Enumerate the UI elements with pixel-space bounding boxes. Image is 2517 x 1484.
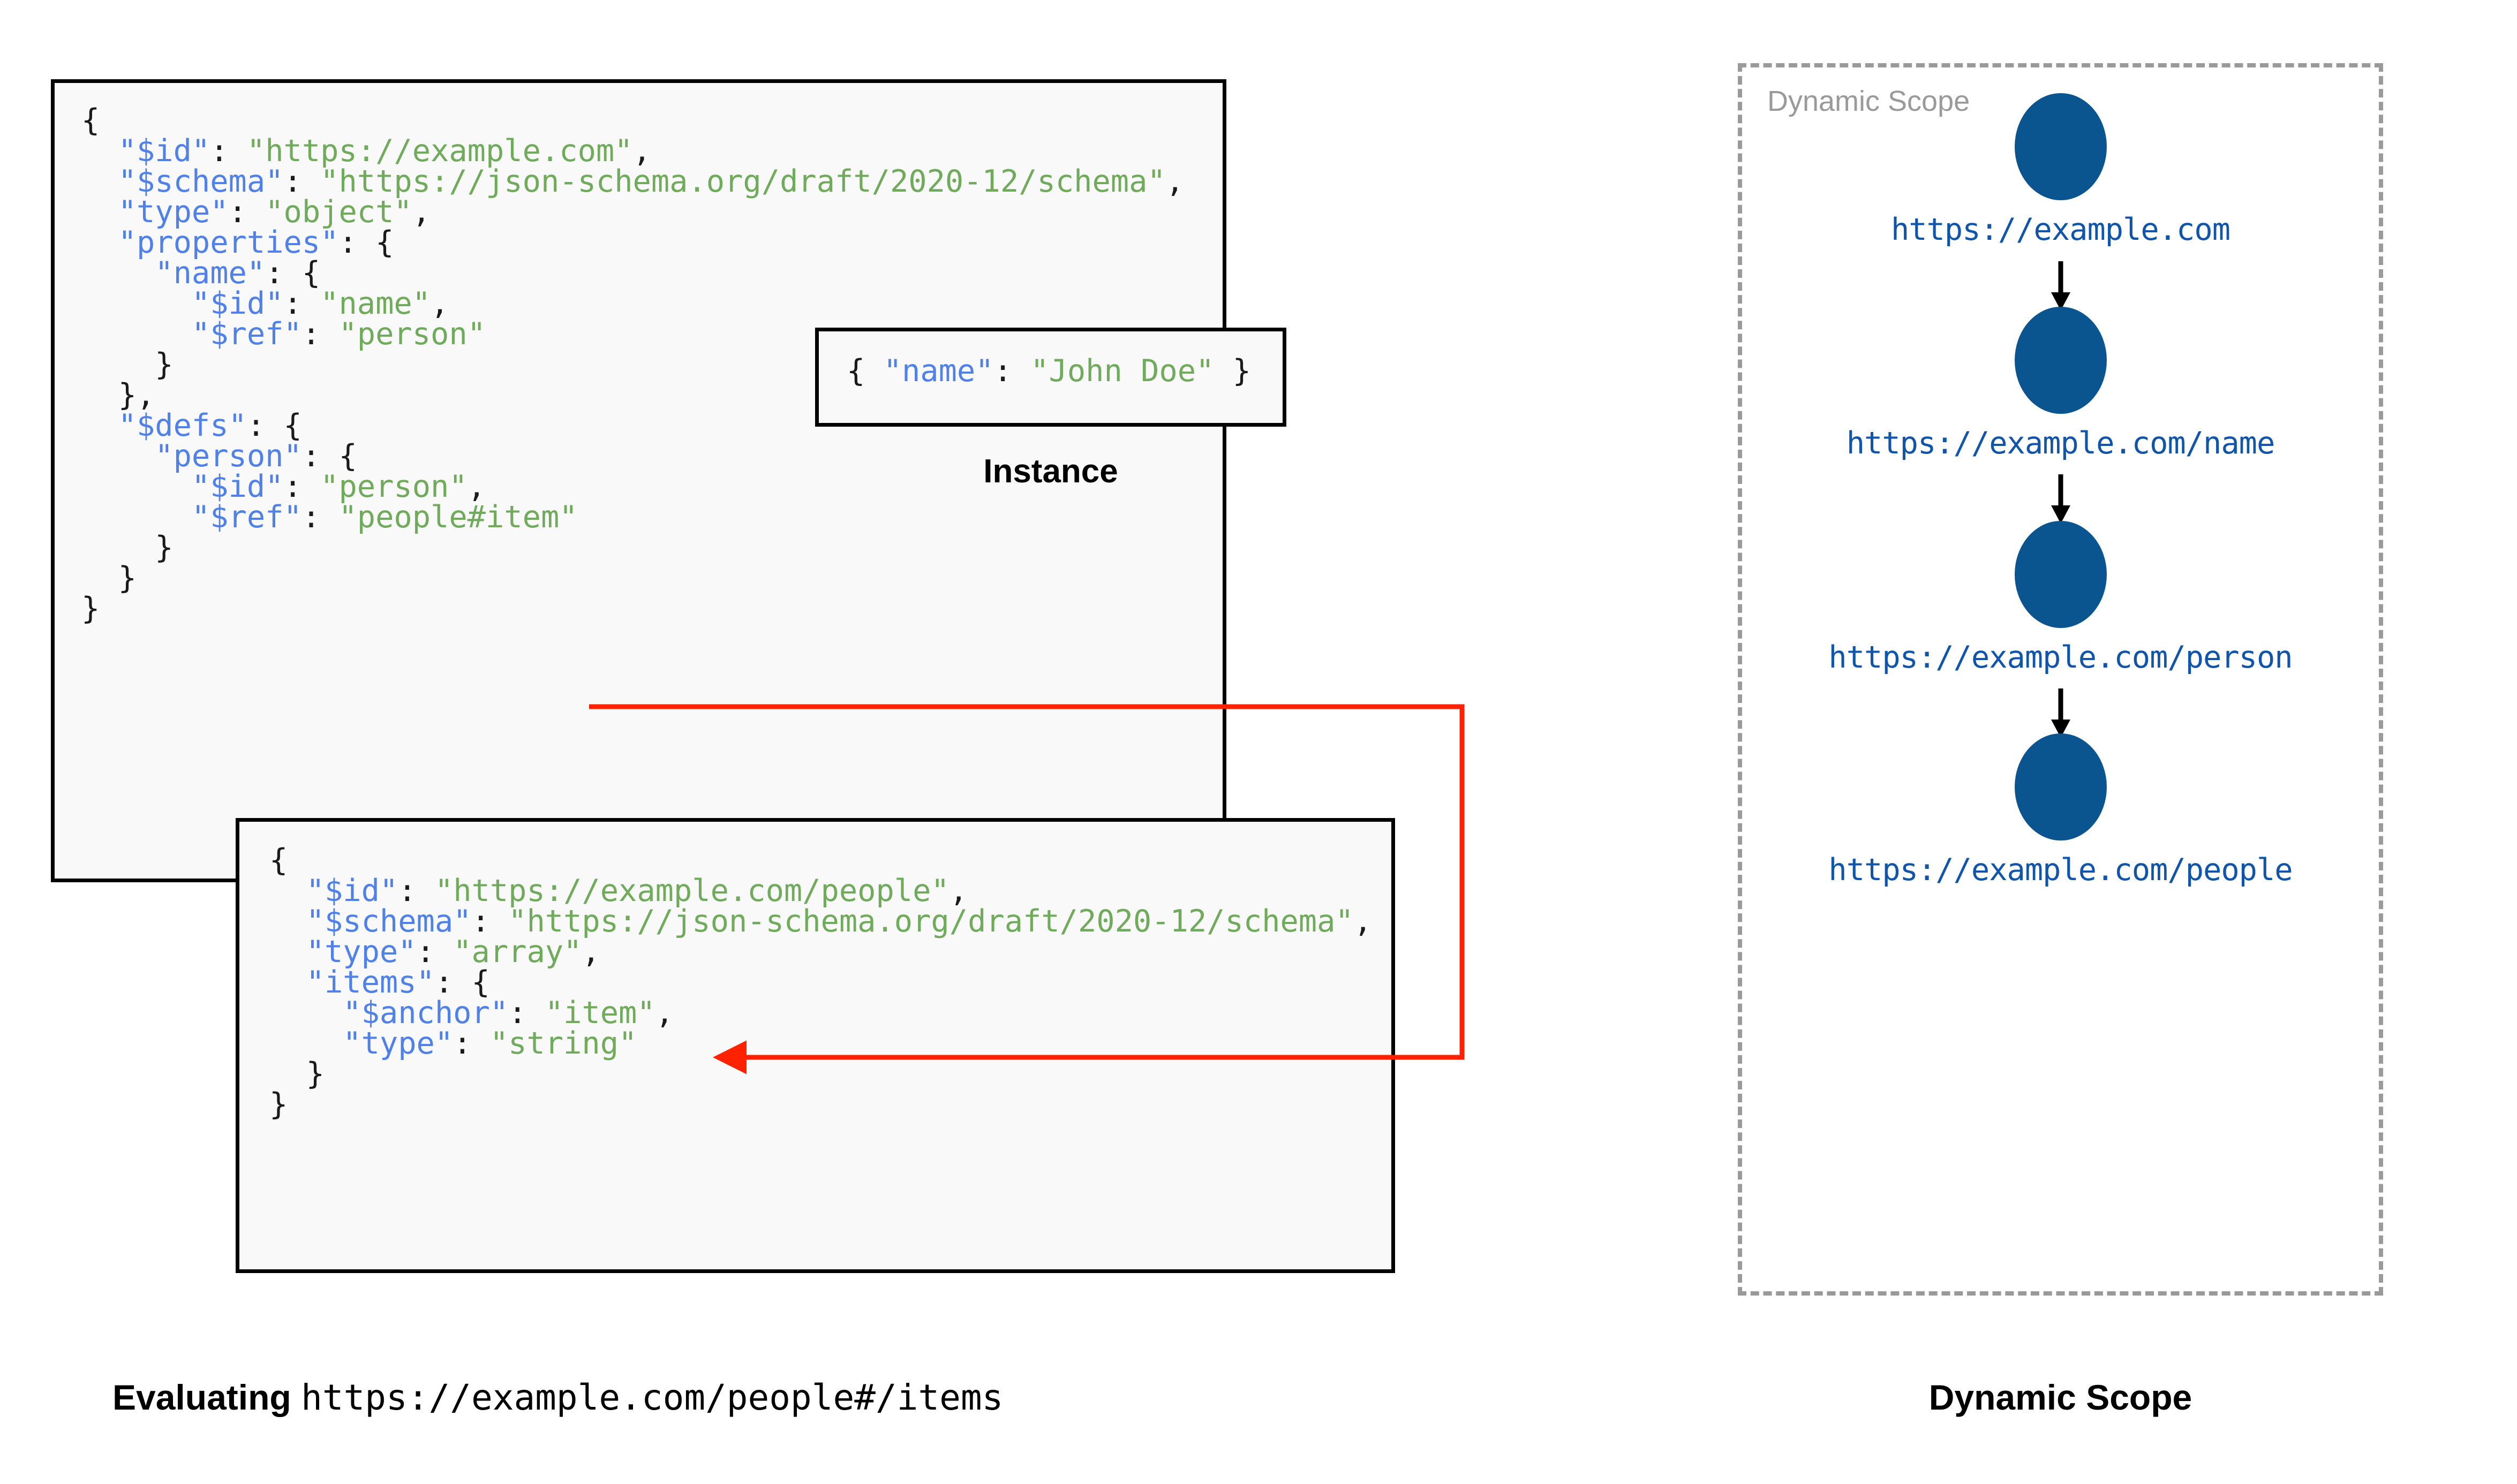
people-schema-box: { "$id": "https://example.com/people", "… <box>236 818 1395 1273</box>
scope-ellipse-icon-3 <box>2014 733 2107 841</box>
evaluating-caption: Evaluating https://example.com/people#/i… <box>112 1377 1003 1418</box>
scope-node-1: https://example.com/name <box>1738 307 2383 461</box>
scope-node-label-3: https://example.com/people <box>1828 852 2293 888</box>
scope-node-label-0: https://example.com <box>1890 212 2230 247</box>
people-schema-code: { "$id": "https://example.com/people", "… <box>269 843 1373 1122</box>
dynamic-scope-flow: https://example.com https://example.com/… <box>1738 63 2383 1296</box>
scope-arrow-icon-2 <box>1738 688 2383 742</box>
instance-caption: Instance <box>983 453 1118 490</box>
dynamic-scope-panel <box>1738 63 2383 1296</box>
evaluating-uri: https://example.com/people#/items <box>301 1377 1004 1418</box>
scope-arrow-icon-0 <box>1738 261 2383 315</box>
scope-arrow-icon-1 <box>1738 474 2383 528</box>
root-schema-code: { "$id": "https://example.com", "$schema… <box>81 103 1185 626</box>
scope-node-label-1: https://example.com/name <box>1846 426 2275 461</box>
scope-node-3: https://example.com/people <box>1738 733 2383 888</box>
dynamic-scope-panel-label: Dynamic Scope <box>1767 85 1970 117</box>
scope-node-0: https://example.com <box>1738 93 2383 247</box>
dynamic-scope-caption: Dynamic Scope <box>1928 1377 2192 1417</box>
scope-node-2: https://example.com/person <box>1738 521 2383 675</box>
instance-box: { "name": "John Doe" } <box>815 328 1286 427</box>
scope-ellipse-icon-2 <box>2014 521 2107 628</box>
evaluating-label: Evaluating <box>112 1377 291 1417</box>
scope-ellipse-icon-1 <box>2014 307 2107 414</box>
instance-code: { "name": "John Doe" } <box>847 353 1251 389</box>
scope-node-label-2: https://example.com/person <box>1828 640 2293 675</box>
scope-ellipse-icon-0 <box>2014 93 2107 200</box>
